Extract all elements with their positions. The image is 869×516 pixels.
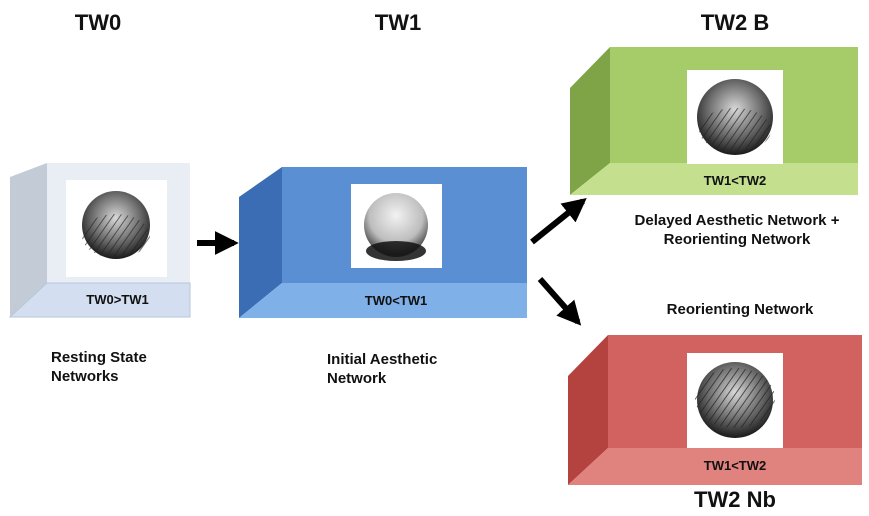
arrow-icon	[537, 277, 582, 326]
box-tw0-label: TW0>TW1	[86, 292, 149, 307]
brain-connections-tw2nb	[695, 368, 775, 428]
box-tw0-floor	[8, 282, 191, 318]
brain-sphere-tw1	[364, 193, 428, 257]
box-tw1-floor	[239, 283, 527, 318]
header-tw0: TW0	[74, 10, 122, 35]
header-tw2b: TW2 B	[700, 10, 770, 35]
caption-tw2nb: Reorienting Network	[666, 301, 814, 318]
brain-connections-tw2b	[699, 108, 771, 152]
header-tw1: TW1	[374, 10, 422, 35]
box-tw2b	[570, 47, 858, 195]
box-tw1	[239, 167, 527, 318]
box-tw0-left-face	[10, 163, 47, 317]
box-tw2nb	[568, 335, 862, 485]
box-tw0	[8, 163, 191, 318]
box-tw1-label: TW0<TW1	[364, 293, 428, 308]
caption-tw0: Resting State Networks	[51, 348, 147, 386]
box-tw2nb-floor	[568, 448, 862, 485]
box-tw2b-floor	[570, 163, 858, 195]
caption-tw1: Initial Aesthetic Network	[327, 350, 437, 388]
caption-tw0-line2: Networks	[51, 368, 119, 385]
box-tw2b-left-face	[570, 47, 610, 195]
header-tw2nb: TW2 Nb	[694, 487, 776, 512]
brain-connections-tw0	[82, 214, 150, 258]
caption-tw1-line2: Network	[327, 370, 387, 387]
box-tw1-left-face	[239, 167, 282, 318]
box-tw2b-label: TW1<TW2	[703, 173, 767, 188]
box-tw2nb-left-face	[568, 335, 608, 485]
caption-tw2b-line2: Reorienting Network	[663, 231, 811, 248]
caption-tw2b-line1: Delayed Aesthetic Network +	[634, 212, 840, 229]
caption-tw2b: Delayed Aesthetic Network + Reorienting …	[612, 211, 862, 249]
caption-tw0-line1: Resting State	[51, 349, 147, 366]
brain-connections-tw1	[366, 241, 426, 261]
caption-tw1-line1: Initial Aesthetic	[327, 351, 438, 368]
box-tw2nb-label: TW1<TW2	[703, 458, 767, 473]
arrow-icon	[530, 197, 587, 245]
